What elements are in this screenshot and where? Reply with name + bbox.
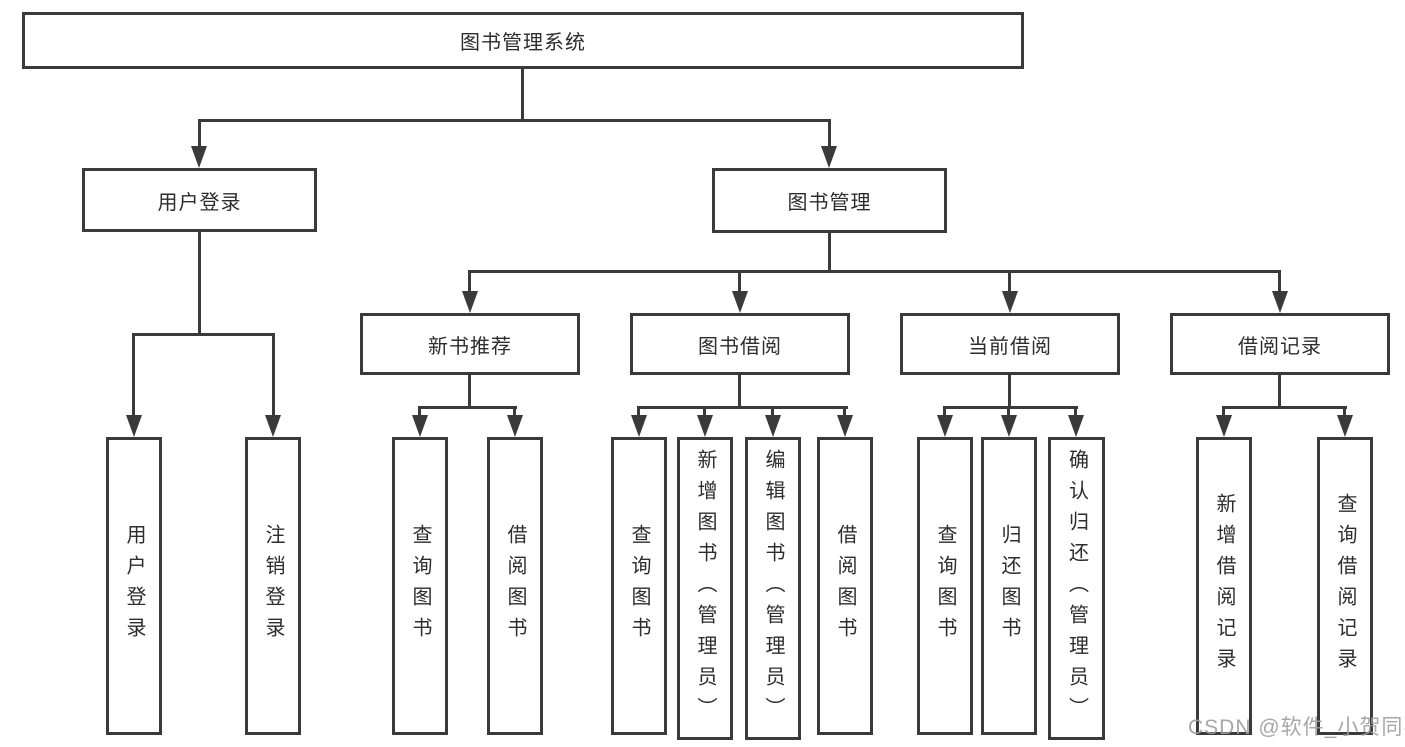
connector-leaf-drop	[637, 406, 640, 420]
connector-leaf-drop	[1074, 406, 1077, 420]
leaf-query-books: 查询图书	[917, 437, 973, 735]
connector-new-book-rail	[418, 406, 517, 409]
connector-leaf-drop	[703, 406, 706, 420]
node-borrowing-records: 借阅记录	[1170, 313, 1390, 375]
arrow-down-icon	[191, 146, 207, 168]
leaf-borrow-books: 借阅图书	[487, 437, 543, 735]
node-user-login: 用户登录	[82, 168, 317, 232]
connector-leaf-drop	[1222, 406, 1225, 420]
leaf-add-books-admin: 新增图书（管理员）	[677, 437, 733, 740]
connector-current-borrow-stem	[1008, 374, 1011, 409]
leaf-edit-books-admin: 编辑图书（管理员）	[745, 437, 801, 740]
arrow-down-icon	[1001, 415, 1017, 437]
connector-book-management-drop	[828, 119, 831, 149]
arrow-down-icon	[837, 415, 853, 437]
arrow-down-icon	[821, 146, 837, 168]
leaf-confirm-return-admin: 确认归还（管理员）	[1048, 437, 1105, 740]
arrow-down-icon	[1068, 415, 1084, 437]
connector-borrow-record-rail	[1222, 406, 1347, 409]
arrow-down-icon	[1216, 415, 1232, 437]
arrow-down-icon	[765, 415, 781, 437]
connector-new-book-stem	[468, 374, 471, 409]
leaf-query-books: 查询图书	[611, 437, 667, 735]
connector-book-borrow-rail	[637, 406, 848, 409]
node-current-borrowing: 当前借阅	[900, 313, 1120, 375]
arrow-down-icon	[937, 415, 953, 437]
arrow-down-icon	[697, 415, 713, 437]
connector-borrow-record-stem	[1278, 374, 1281, 409]
connector-level2-rail	[198, 119, 831, 122]
connector-current-borrow-rail	[943, 406, 1078, 409]
leaf-logout: 注销登录	[245, 437, 301, 735]
arrow-down-icon	[126, 415, 142, 437]
connector-leaf-drop	[272, 333, 275, 419]
connector-leaf-drop	[771, 406, 774, 420]
arrow-down-icon	[462, 291, 478, 313]
connector-book-management-stem	[828, 232, 831, 273]
connector-user-login-stem	[198, 231, 201, 335]
arrow-down-icon	[507, 415, 523, 437]
arrow-down-icon	[732, 291, 748, 313]
arrow-down-icon	[1002, 291, 1018, 313]
connector-leaf-drop	[943, 406, 946, 420]
connector-leaf-drop	[418, 406, 421, 420]
leaf-user-login: 用户登录	[106, 437, 162, 735]
connector-level3-rail	[468, 270, 1281, 273]
node-book-borrowing: 图书借阅	[630, 313, 850, 375]
connector-leaf-drop	[843, 406, 846, 420]
connector-leaf-drop	[513, 406, 516, 420]
csdn-watermark: CSDN @软件_小贺同学	[1188, 716, 1405, 739]
connector-user-login-drop	[198, 119, 201, 149]
node-library-management-system: 图书管理系统	[22, 12, 1024, 69]
arrow-down-icon	[412, 415, 428, 437]
leaf-query-books: 查询图书	[392, 437, 448, 735]
node-book-management: 图书管理	[712, 168, 947, 233]
arrow-down-icon	[1337, 415, 1353, 437]
node-new-book-recommend: 新书推荐	[360, 313, 580, 375]
connector-leaf-drop	[132, 333, 135, 419]
arrow-down-icon	[1272, 291, 1288, 313]
arrow-down-icon	[631, 415, 647, 437]
connector-level3-drop	[1278, 270, 1281, 295]
leaf-return-books: 归还图书	[981, 437, 1037, 735]
connector-user-login-rail	[132, 333, 274, 336]
arrow-down-icon	[265, 415, 281, 437]
leaf-query-borrow-record: 查询借阅记录	[1317, 437, 1373, 735]
connector-level3-drop	[468, 270, 471, 295]
connector-level3-drop	[738, 270, 741, 295]
leaf-borrow-books: 借阅图书	[817, 437, 873, 735]
connector-level3-drop	[1008, 270, 1011, 295]
connector-book-borrow-stem	[738, 374, 741, 409]
leaf-add-borrow-record: 新增借阅记录	[1196, 437, 1252, 735]
connector-root-stem	[521, 68, 524, 121]
connector-leaf-drop	[1343, 406, 1346, 420]
connector-leaf-drop	[1007, 406, 1010, 420]
